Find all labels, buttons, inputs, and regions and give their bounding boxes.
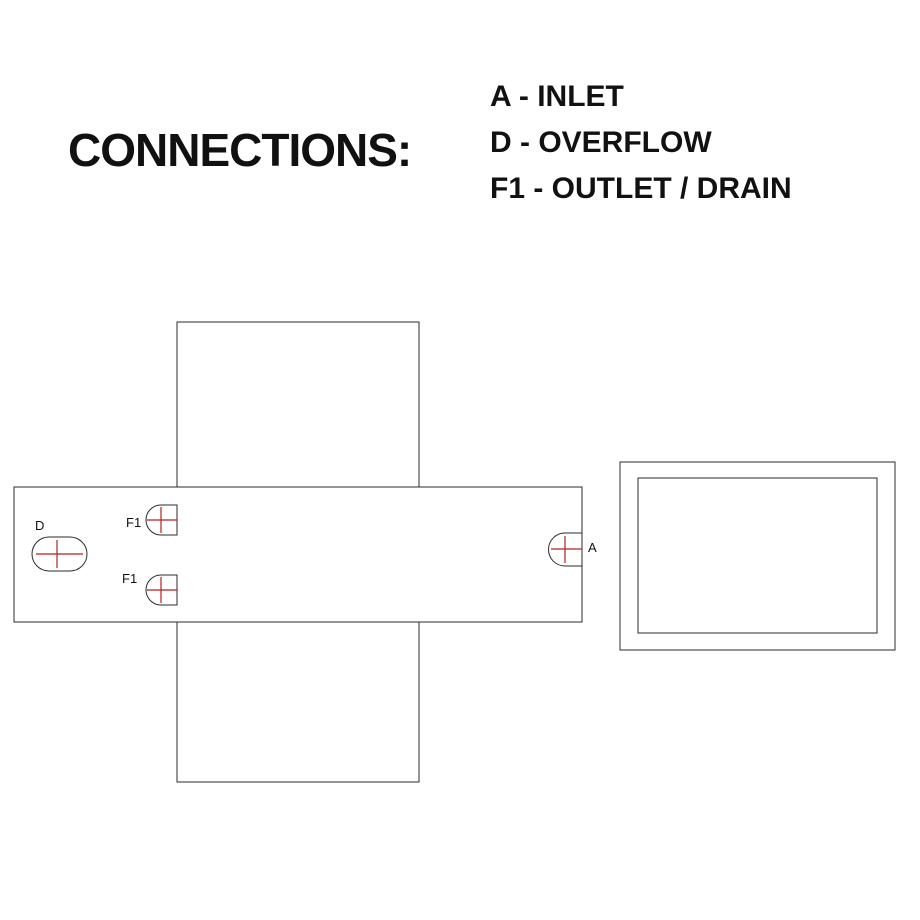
connection-label-d: D [35,518,44,533]
top-panel-outline [176,321,420,488]
legend-item-outlet-drain: F1 - OUTLET / DRAIN [490,172,792,205]
page-title: CONNECTIONS: [68,124,412,176]
connection-label-f1-top: F1 [126,515,141,530]
connection-d: D [31,518,88,572]
connection-a: A [548,532,597,567]
connection-label-a: A [588,540,597,555]
connection-f1-top: F1 [126,504,178,536]
connections-legend: A - INLET D - OVERFLOW F1 - OUTLET / DRA… [490,74,792,212]
side-panel-inner-outline [637,477,878,634]
legend-item-inlet: A - INLET [490,80,624,113]
middle-panel-outline [13,486,583,623]
legend-item-overflow: D - OVERFLOW [490,126,712,159]
connection-f1-bottom: F1 [122,571,178,606]
connection-label-f1-bottom: F1 [122,571,137,586]
side-panel-outer-outline [619,461,896,651]
bottom-panel-outline [176,621,420,783]
